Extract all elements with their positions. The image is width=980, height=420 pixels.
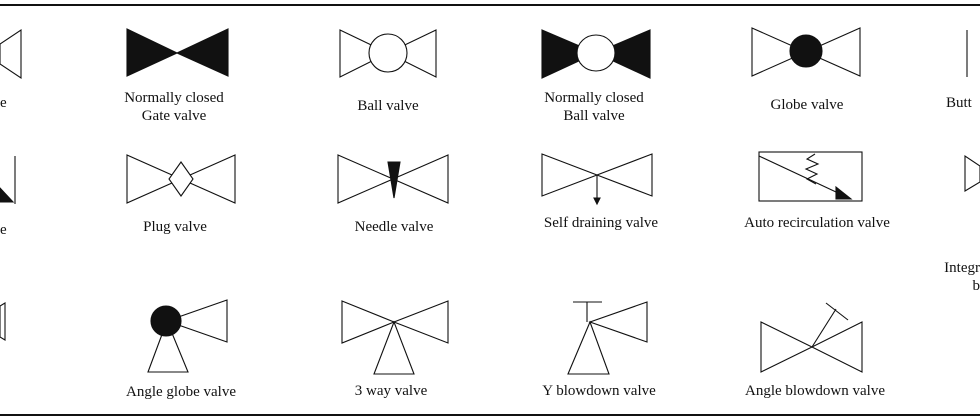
- needle-valve-symbol: [337, 154, 449, 204]
- label-ball-valve: Ball valve: [357, 98, 419, 114]
- label-y-blowdown-valve: Y blowdown valve: [542, 383, 656, 399]
- label-plug-valve: Plug valve: [143, 219, 207, 235]
- label-partial-left-r1: e: [0, 95, 7, 111]
- top-border: [0, 4, 980, 6]
- partial-valve-symbol-right-r2: [964, 154, 980, 192]
- label-partial-left-r2: e: [0, 222, 7, 238]
- partial-valve-symbol-left-r2: [0, 156, 16, 204]
- globe-valve-symbol: [751, 27, 861, 77]
- label-normally-closed-gate-valve: Normally closed Gate valve: [124, 89, 224, 125]
- label-partial-right-r1: Butt: [946, 95, 972, 111]
- angle-blowdown-valve-symbol: [760, 302, 863, 373]
- partial-valve-symbol-left-r1: [0, 28, 22, 80]
- y-blowdown-valve-symbol: [567, 301, 648, 375]
- label-needle-valve: Needle valve: [354, 219, 434, 235]
- label-normally-closed-ball-valve: Normally closed Ball valve: [544, 89, 644, 125]
- normally-closed-ball-valve-symbol: [541, 29, 651, 79]
- plug-valve-symbol: [126, 154, 236, 204]
- label-line-2: Gate valve: [141, 108, 207, 124]
- label-globe-valve: Globe valve: [770, 97, 844, 113]
- label-line-1: Normally closed: [544, 90, 644, 106]
- three-way-valve-symbol: [341, 300, 449, 375]
- label-partial-right-r2: Integr b: [944, 259, 980, 295]
- normally-closed-gate-valve-symbol: [126, 28, 229, 77]
- angle-globe-valve-symbol: [147, 299, 228, 373]
- label-line-1: Integr: [944, 260, 980, 276]
- self-draining-valve-symbol: [541, 153, 653, 206]
- label-line-1: Normally closed: [124, 90, 224, 106]
- ball-valve-symbol: [339, 29, 437, 78]
- label-line-2: b: [972, 278, 980, 294]
- label-angle-globe-valve: Angle globe valve: [126, 384, 236, 400]
- label-three-way-valve: 3 way valve: [354, 383, 428, 399]
- label-self-draining-valve: Self draining valve: [543, 215, 659, 231]
- partial-valve-symbol-left-r3: [0, 302, 6, 341]
- label-auto-recirculation-valve: Auto recirculation valve: [744, 215, 890, 231]
- label-angle-blowdown-valve: Angle blowdown valve: [745, 383, 885, 399]
- bottom-border: [0, 414, 980, 416]
- label-line-2: Ball valve: [563, 108, 625, 124]
- auto-recirculation-valve-symbol: [758, 151, 863, 202]
